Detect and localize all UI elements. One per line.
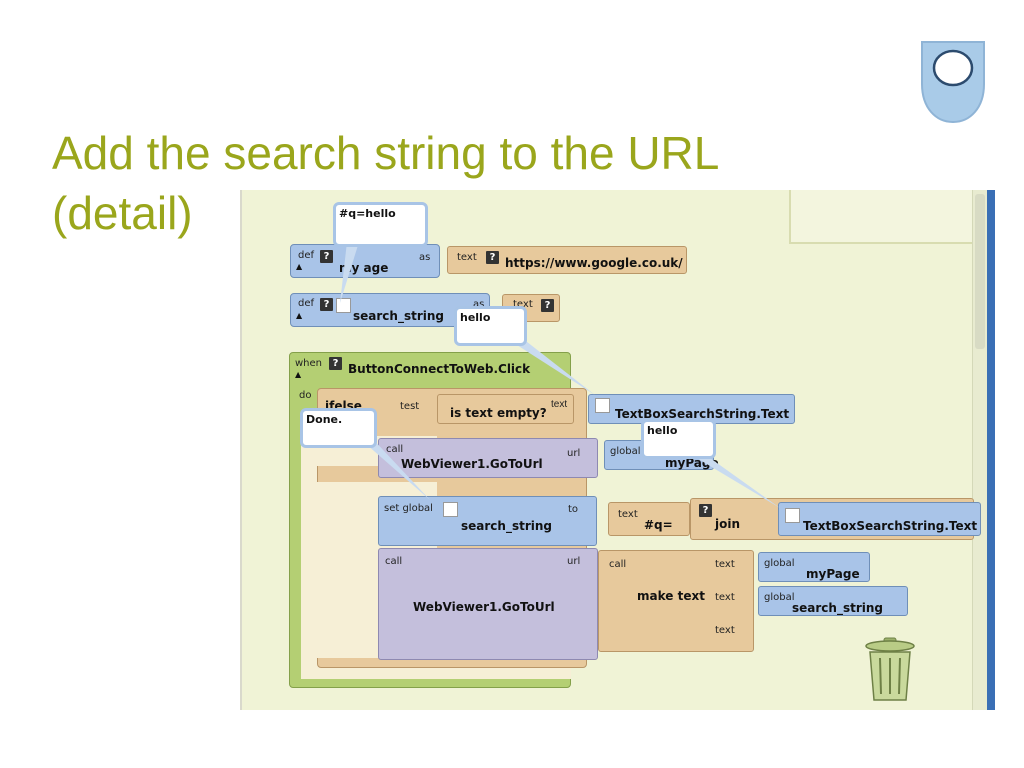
text-keyword: text bbox=[618, 509, 638, 520]
do-keyword: do bbox=[299, 390, 312, 401]
event-name: ButtonConnectToWeb.Click bbox=[348, 362, 531, 376]
comment-text: hello bbox=[460, 311, 491, 324]
method-name: WebViewer1.GoToUrl bbox=[413, 600, 555, 614]
component-property: TextBoxSearchString.Text bbox=[615, 407, 790, 421]
comment-toggle[interactable] bbox=[595, 398, 610, 413]
text-value: #q= bbox=[644, 518, 673, 532]
method-name: WebViewer1.GoToUrl bbox=[401, 457, 543, 471]
url-keyword: url bbox=[567, 448, 581, 459]
question-icon[interactable]: ? bbox=[320, 298, 333, 311]
text-keyword: text bbox=[715, 625, 735, 636]
comment-bubble-done[interactable]: Done. bbox=[300, 408, 377, 448]
make-text-label: make text bbox=[637, 589, 705, 603]
slide-title: Add the search string to the URL (detail… bbox=[52, 124, 719, 244]
as-keyword: as bbox=[419, 252, 431, 263]
window-edge bbox=[987, 190, 995, 710]
comment-bubble-hello-1[interactable]: hello bbox=[454, 306, 527, 346]
trash-icon[interactable] bbox=[860, 636, 920, 706]
call-keyword: call bbox=[385, 556, 403, 567]
global-keyword: global bbox=[610, 446, 641, 457]
text-block-url[interactable]: text ? https://www.google.co.uk/ bbox=[447, 246, 687, 274]
comment-text: hello bbox=[647, 424, 678, 437]
url-keyword: url bbox=[567, 556, 581, 567]
comment-bubble-hello-2[interactable]: hello bbox=[641, 419, 716, 459]
slide-title-line-1: Add the search string to the URL bbox=[52, 127, 720, 179]
variable-name: search_string bbox=[353, 309, 444, 323]
text-keyword: text bbox=[551, 399, 568, 410]
call-keyword: call bbox=[386, 444, 404, 455]
comment-toggle[interactable] bbox=[785, 508, 800, 523]
global-search-getter[interactable]: global search_string bbox=[758, 586, 908, 616]
def-mypage-block[interactable]: ▲ def ? my age as bbox=[290, 244, 440, 278]
test-keyword: test bbox=[400, 401, 420, 412]
scrollbar-thumb[interactable] bbox=[975, 194, 985, 349]
blocks-editor-canvas[interactable]: ▲ def ? my age as text ? https://www.goo… bbox=[240, 190, 995, 710]
textbox-text-block-2[interactable]: TextBoxSearchString.Text bbox=[778, 502, 981, 536]
to-keyword: to bbox=[568, 504, 579, 515]
slide-title-line-2: (detail) bbox=[52, 186, 193, 239]
question-icon[interactable]: ? bbox=[541, 299, 554, 312]
when-keyword: when bbox=[295, 358, 323, 369]
global-mypage-getter-2[interactable]: global myPage bbox=[758, 552, 870, 582]
bubble-tail-connectors bbox=[340, 242, 780, 508]
collapse-triangle-icon[interactable]: ▲ bbox=[295, 370, 302, 379]
global-keyword: global bbox=[764, 558, 795, 569]
call-goto-url-block-1[interactable]: call WebViewer1.GoToUrl url bbox=[378, 438, 598, 478]
comment-toggle[interactable] bbox=[443, 502, 458, 517]
def-keyword: def bbox=[298, 250, 315, 261]
set-global-keyword: set global bbox=[384, 503, 433, 514]
make-text-block[interactable]: call make text text text text bbox=[598, 550, 754, 652]
comment-text: Done. bbox=[306, 413, 343, 426]
canvas-border bbox=[240, 190, 242, 710]
comment-text: #q=hello bbox=[339, 207, 396, 220]
collapse-triangle-icon[interactable]: ▲ bbox=[296, 311, 303, 320]
as-keyword: as bbox=[473, 299, 485, 310]
join-label: join bbox=[715, 517, 741, 531]
call-goto-url-block-2[interactable]: call WebViewer1.GoToUrl url bbox=[378, 548, 598, 660]
is-text-empty-label: is text empty? bbox=[450, 406, 547, 420]
open-university-logo-icon bbox=[921, 41, 985, 124]
text-keyword: text bbox=[513, 299, 533, 310]
text-keyword: text bbox=[457, 252, 477, 263]
is-text-empty-block[interactable]: is text empty? bbox=[437, 394, 574, 424]
collapse-triangle-icon[interactable]: ▲ bbox=[296, 262, 303, 271]
question-icon[interactable]: ? bbox=[320, 250, 333, 263]
text-keyword: text bbox=[715, 592, 735, 603]
variable-name: search_string bbox=[461, 519, 552, 533]
set-global-block[interactable]: set global search_string to bbox=[378, 496, 597, 546]
call-keyword: call bbox=[609, 559, 627, 570]
component-property: TextBoxSearchString.Text bbox=[803, 519, 978, 533]
workspace-minimap[interactable] bbox=[789, 190, 979, 244]
text-keyword: text bbox=[715, 559, 735, 570]
global-keyword: global bbox=[764, 592, 795, 603]
text-block-hash[interactable]: text #q= bbox=[608, 502, 690, 536]
variable-name: search_string bbox=[792, 601, 883, 615]
question-icon[interactable]: ? bbox=[486, 251, 499, 264]
comment-bubble-q-hello[interactable]: #q=hello bbox=[333, 202, 428, 247]
question-icon[interactable]: ? bbox=[699, 504, 712, 517]
question-icon[interactable]: ? bbox=[329, 357, 342, 370]
comment-toggle[interactable] bbox=[336, 298, 351, 313]
url-value: https://www.google.co.uk/ bbox=[505, 256, 683, 270]
def-keyword: def bbox=[298, 298, 315, 309]
variable-name: myPage bbox=[806, 567, 860, 581]
